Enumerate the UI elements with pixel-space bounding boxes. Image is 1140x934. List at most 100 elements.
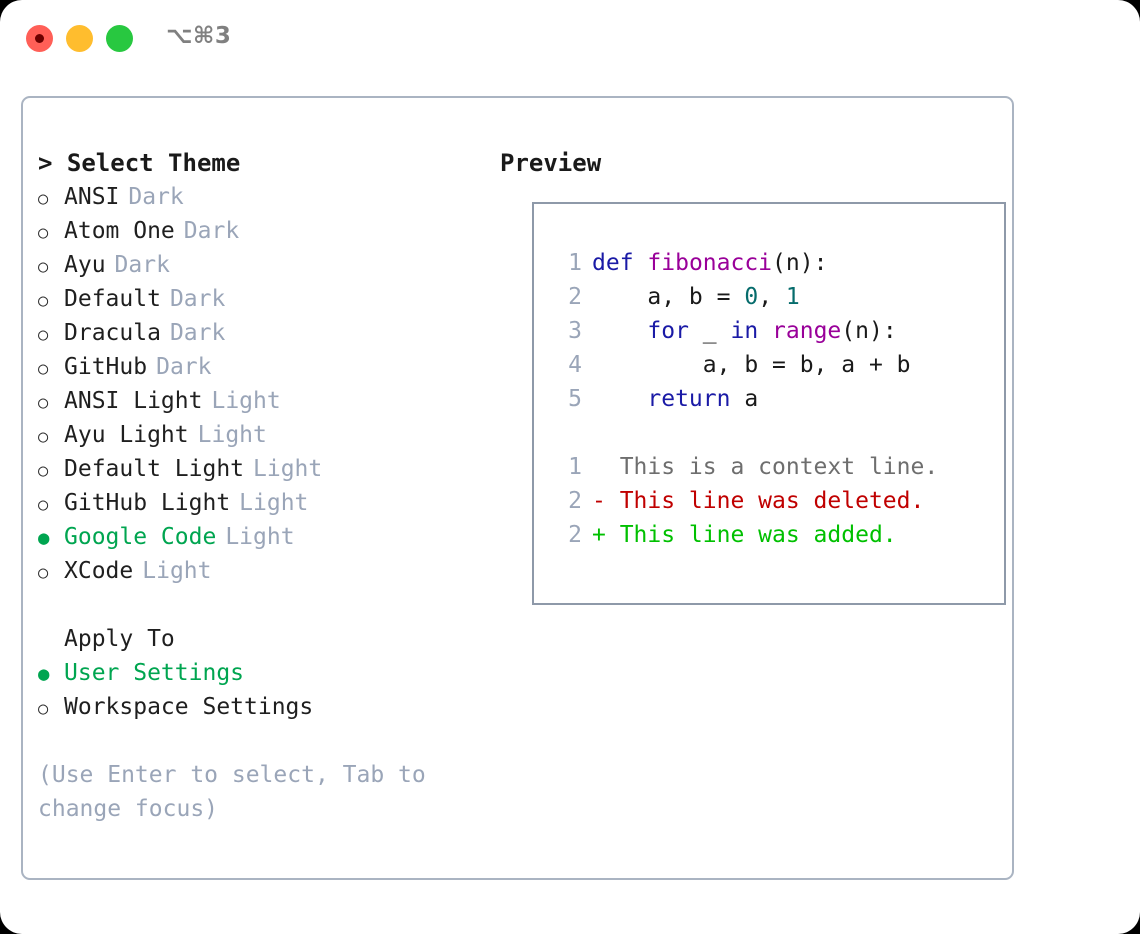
code-line-text: a, b = b, a + b [592, 348, 911, 382]
theme-option-xcode[interactable]: ○ XCode Light [38, 554, 493, 588]
line-number: 2 [568, 488, 582, 514]
theme-option-label: Atom One [64, 218, 175, 244]
radio-selected-icon: ● [38, 663, 50, 685]
theme-option-tag: Dark [169, 286, 226, 312]
code-token-kw: return [647, 386, 731, 412]
diff-line-del: 2 - This line was deleted. [550, 484, 938, 518]
theme-option-label: Default [64, 286, 161, 312]
theme-option-tag: Light [197, 422, 267, 448]
line-number: 1 [568, 250, 582, 276]
theme-option-label: Dracula [64, 320, 161, 346]
code-line: 1 def fibonacci(n): [550, 246, 938, 280]
radio-unselected-icon: ○ [38, 189, 49, 209]
theme-option-tag: Dark [128, 184, 184, 210]
apply-to-option-user-settings[interactable]: ●User Settings [38, 656, 493, 690]
theme-option-ansi-light[interactable]: ○ ANSI Light Light [38, 384, 493, 418]
code-line: 4 a, b = b, a + b [550, 348, 938, 382]
theme-option-label: ANSI Light [64, 388, 203, 414]
code-token-punc: (n): [841, 318, 897, 344]
code-line-text: for _ in range(n): [592, 314, 897, 348]
code-token-punc: (n): [772, 250, 828, 276]
theme-option-label: Default Light [64, 456, 245, 482]
code-token-punc [592, 386, 647, 412]
diff-line-text: - This line was deleted. [592, 488, 925, 514]
radio-unselected-icon: ○ [38, 699, 49, 719]
window-shortcut-label: ⌥⌘3 [166, 23, 232, 49]
apply-to-option-label: Workspace Settings [64, 694, 314, 720]
keyboard-hint: (Use Enter to select, Tab to change focu… [38, 762, 426, 822]
code-token-fn: fibonacci [647, 250, 773, 276]
code-token-kw: in [730, 318, 759, 344]
radio-unselected-icon: ○ [38, 325, 49, 345]
radio-unselected-icon: ○ [38, 563, 49, 583]
theme-option-default[interactable]: ○ Default Dark [38, 282, 493, 316]
apply-to-title: Apply To [64, 626, 175, 652]
radio-unselected-icon: ○ [38, 393, 49, 413]
line-number: 2 [568, 522, 582, 548]
theme-option-label: XCode [64, 558, 134, 584]
line-number: 2 [568, 284, 582, 310]
code-token-punc: , [758, 284, 786, 310]
close-button[interactable] [26, 25, 53, 52]
maximize-button[interactable] [106, 25, 133, 52]
theme-option-tag: Dark [114, 252, 170, 278]
code-line: 2 a, b = 0, 1 [550, 280, 938, 314]
code-token-kw: def [592, 250, 634, 276]
line-number: 5 [568, 386, 582, 412]
theme-option-label: GitHub Light [64, 490, 231, 516]
code-token-punc [592, 318, 647, 344]
theme-option-tag: Dark [156, 354, 212, 380]
code-line: 5 return a [550, 382, 938, 416]
code-token-punc: a, b = b, a + b [592, 352, 911, 378]
theme-option-tag: Light [142, 558, 212, 584]
title-bar: ⌥⌘3 [0, 0, 1140, 78]
code-token-punc [634, 250, 648, 276]
line-number: 1 [568, 454, 582, 480]
radio-unselected-icon: ○ [38, 427, 49, 447]
theme-option-label: ANSI [64, 184, 120, 210]
theme-option-ayu-light[interactable]: ○ Ayu Light Light [38, 418, 493, 452]
line-number: 3 [568, 318, 582, 344]
code-token-punc: a, b = [592, 284, 745, 310]
apply-to-option-list[interactable]: ●User Settings ○ Workspace Settings [38, 656, 493, 724]
code-token-punc: _ [688, 318, 731, 344]
theme-option-tag: Light [253, 456, 323, 482]
theme-option-tag: Light [211, 388, 281, 414]
apply-to-option-workspace-settings[interactable]: ○ Workspace Settings [38, 690, 493, 724]
minimize-button[interactable] [66, 25, 93, 52]
line-number: 4 [568, 352, 582, 378]
code-token-fn: range [772, 318, 842, 344]
theme-option-label: Ayu Light [64, 422, 189, 448]
radio-unselected-icon: ○ [38, 291, 49, 311]
code-blank-line [550, 416, 938, 450]
theme-option-dracula[interactable]: ○ Dracula Dark [38, 316, 493, 350]
theme-option-tag: Light [239, 490, 309, 516]
radio-unselected-icon: ○ [38, 257, 49, 277]
theme-option-label: GitHub [64, 354, 148, 380]
diff-line-text: + This line was added. [592, 522, 897, 548]
code-token-punc [758, 318, 772, 344]
code-line-text: a, b = 0, 1 [592, 280, 800, 314]
theme-option-label: Google Code [64, 524, 217, 550]
radio-selected-icon: ● [38, 527, 50, 549]
theme-option-tag: Dark [169, 320, 226, 346]
code-token-num: 1 [785, 284, 800, 310]
code-token-num: 0 [744, 284, 759, 310]
code-token-punc: a [730, 386, 759, 412]
theme-panel-title: > Select Theme [38, 149, 241, 177]
radio-unselected-icon: ○ [38, 223, 49, 243]
diff-line-ctx: 1 This is a context line. [550, 450, 938, 484]
theme-option-ansi[interactable]: ○ ANSI Dark [38, 180, 493, 214]
